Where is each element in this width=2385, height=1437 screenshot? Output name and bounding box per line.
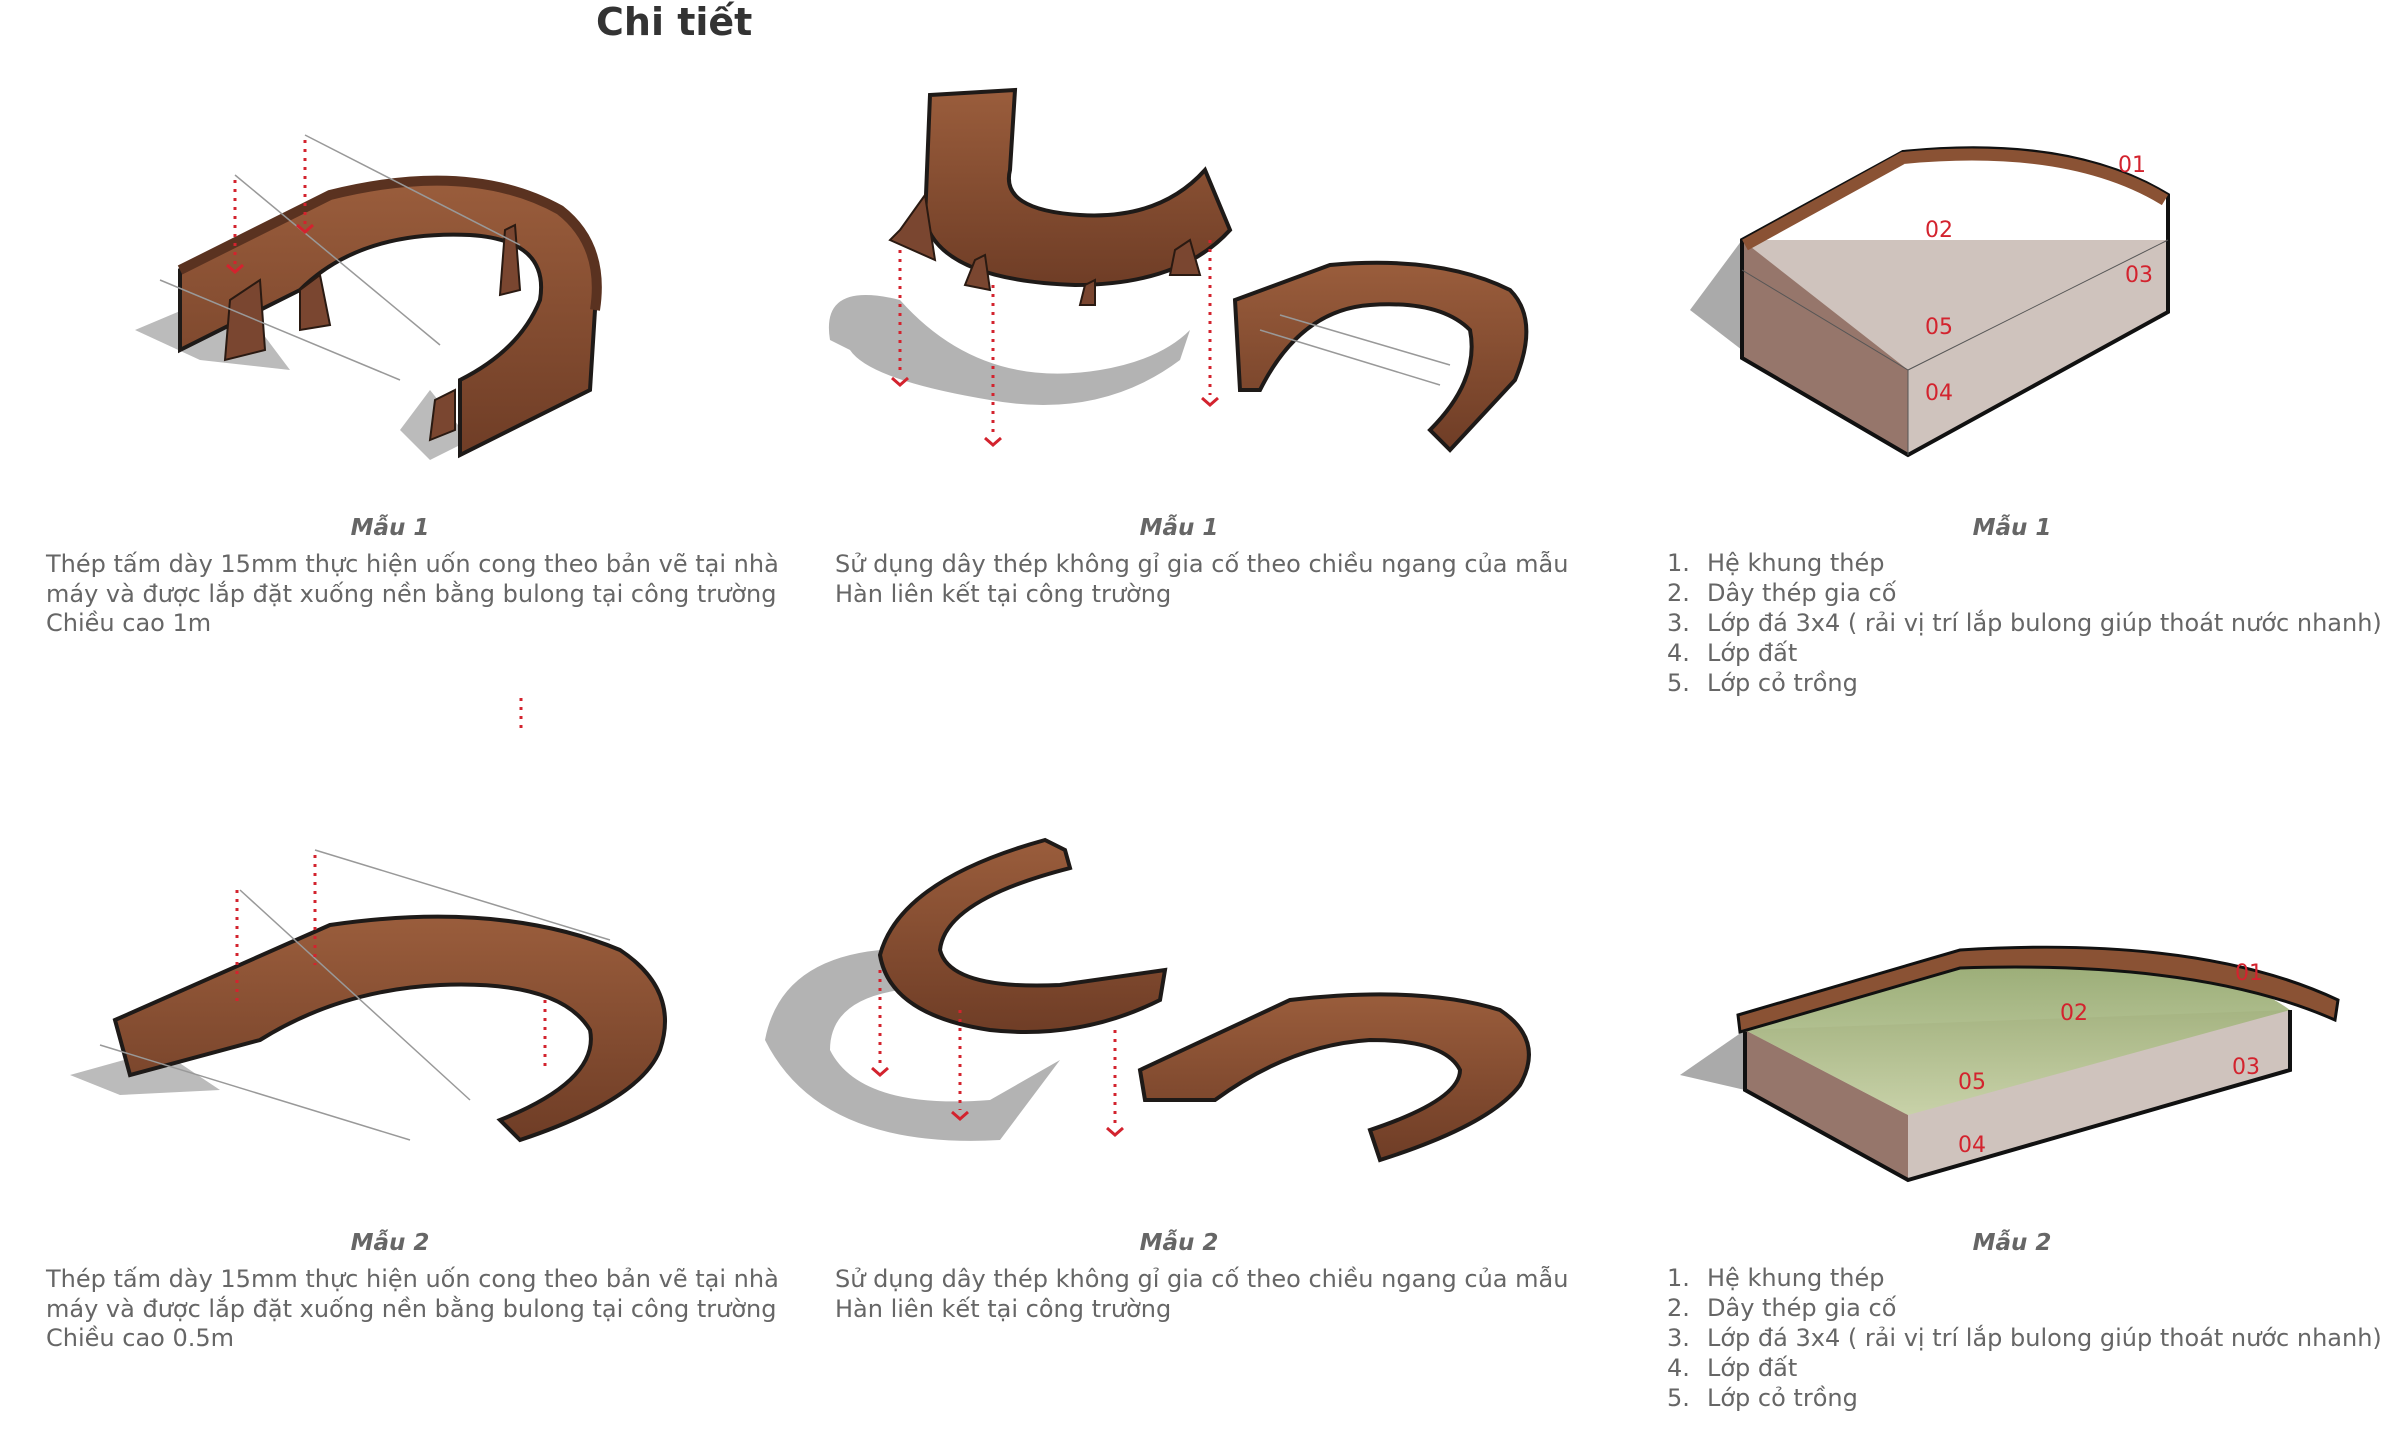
legend-item: 2. Dây thép gia cố: [1667, 578, 2382, 608]
text: Dây thép gia cố: [1707, 579, 1897, 607]
desc-line: Sử dụng dây thép không gỉ gia cố theo ch…: [835, 550, 1569, 578]
caption-r1c3: Mẫu 1: [1972, 515, 2052, 541]
text: 4.: [1667, 639, 1690, 667]
label-03: 03: [2232, 1055, 2260, 1080]
desc-line: Chiều cao 0.5m: [46, 1324, 235, 1352]
label-01: 01: [2235, 961, 2263, 986]
legend-item: 3. Lớp đá 3x4 ( rải vị trí lắp bulong giú…: [1667, 1323, 2382, 1353]
wall-model-2-exploded: [765, 837, 1531, 1163]
description-r1c1: Thép tấm dày 15mm thực hiện uốn cong the…: [46, 550, 779, 639]
text: 1.: [1667, 1264, 1690, 1292]
label-01: 01: [2118, 153, 2146, 178]
text: Lớp đá 3x4 ( rải vị trí lắp bulong giúp …: [1707, 1324, 2382, 1352]
legend-item: 1. Hệ khung thép: [1667, 548, 2382, 578]
wall-model-1-assembled: [135, 134, 602, 460]
text: Lớp cỏ trồng: [1707, 669, 1858, 697]
legend-item: 2. Dây thép gia cố: [1667, 1293, 2382, 1323]
section-model-1: 01 02 03 04 05: [1690, 146, 2170, 458]
description-r2c2: Sử dụng dây thép không gỉ gia cố theo ch…: [835, 1265, 1568, 1324]
legend-list-r2: 1. Hệ khung thép 2. Dây thép gia cố 3. Lớp …: [1667, 1263, 2382, 1413]
section-model-2: 01 02 03 04 05: [1680, 945, 2340, 1183]
text: Lớp đất: [1707, 1354, 1798, 1382]
label-04: 04: [1925, 381, 1953, 406]
desc-line: Thép tấm dày 15mm thực hiện uốn cong the…: [46, 1265, 779, 1293]
caption-r1c1: Mẫu 1: [350, 515, 430, 541]
legend-item: 4. Lớp đất: [1667, 1353, 2382, 1383]
text: Lớp đất: [1707, 639, 1798, 667]
text: Dây thép gia cố: [1707, 1294, 1897, 1322]
text: 3.: [1667, 1324, 1690, 1352]
page-title: Chi tiết: [596, 0, 753, 44]
text: 2.: [1667, 1294, 1690, 1322]
legend-item: 4. Lớp đất: [1667, 638, 2382, 668]
desc-line: Chiều cao 1m: [46, 609, 212, 637]
desc-line: Hàn liên kết tại công trường: [835, 579, 1172, 608]
desc-line: Thép tấm dày 15mm thực hiện uốn cong the…: [46, 550, 779, 578]
text: 4.: [1667, 1354, 1690, 1382]
label-02: 02: [1925, 218, 1953, 243]
caption-r2c1: Mẫu 2: [350, 1230, 430, 1256]
desc-line: máy và được lắp đặt xuống nền bằng bulon…: [46, 579, 777, 608]
caption-r1c2: Mẫu 1: [1139, 515, 1219, 541]
text: Lớp cỏ trồng: [1707, 1384, 1858, 1412]
text: Hệ khung thép: [1707, 1264, 1885, 1292]
text: 5.: [1667, 669, 1690, 697]
label-05: 05: [1925, 315, 1953, 340]
desc-line: Hàn liên kết tại công trường: [835, 1294, 1172, 1323]
legend-item: 5. Lớp cỏ trồng: [1667, 668, 2382, 698]
legend-item: 3. Lớp đá 3x4 ( rải vị trí lắp bulong giú…: [1667, 608, 2382, 638]
text: 5.: [1667, 1384, 1690, 1412]
legend-list-r1: 1. Hệ khung thép 2. Dây thép gia cố 3. Lớp …: [1667, 548, 2382, 698]
legend-item: 1. Hệ khung thép: [1667, 1263, 2382, 1293]
caption-r2c3: Mẫu 2: [1972, 1230, 2052, 1256]
desc-line: máy và được lắp đặt xuống nền bằng bulon…: [46, 1294, 777, 1323]
description-r1c2: Sử dụng dây thép không gỉ gia cố theo ch…: [835, 550, 1568, 609]
label-02: 02: [2060, 1001, 2088, 1026]
text: Hệ khung thép: [1707, 549, 1885, 577]
text: 3.: [1667, 609, 1690, 637]
label-04: 04: [1958, 1133, 1986, 1158]
legend-item: 5. Lớp cỏ trồng: [1667, 1383, 2382, 1413]
label-03: 03: [2125, 263, 2153, 288]
wall-model-2-assembled: [70, 849, 667, 1143]
text: 2.: [1667, 579, 1690, 607]
desc-line: Sử dụng dây thép không gỉ gia cố theo ch…: [835, 1265, 1569, 1293]
text: 1.: [1667, 549, 1690, 577]
label-05: 05: [1958, 1070, 1986, 1095]
description-r2c1: Thép tấm dày 15mm thực hiện uốn cong the…: [46, 1265, 779, 1354]
wall-model-1-exploded: [828, 87, 1529, 453]
text: Lớp đá 3x4 ( rải vị trí lắp bulong giúp …: [1707, 609, 2382, 637]
caption-r2c2: Mẫu 2: [1139, 1230, 1219, 1256]
